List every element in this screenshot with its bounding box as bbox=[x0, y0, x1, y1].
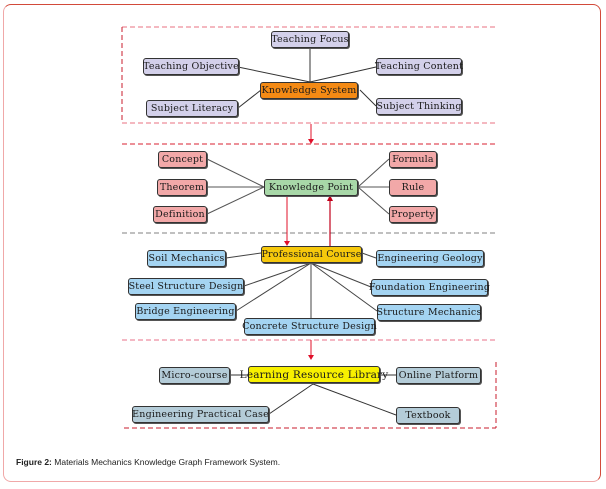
node-subject-literacy[interactable]: Subject Literacy bbox=[146, 100, 238, 117]
node-concrete-structure-design[interactable]: Concrete Structure Design bbox=[242, 318, 377, 335]
figure-caption: Figure 2: Materials Mechanics Knowledge … bbox=[16, 457, 280, 467]
arrow-system-to-point bbox=[308, 124, 314, 144]
node-structure-mechanics[interactable]: Structure Mechanics bbox=[376, 304, 481, 321]
section-learning-resource-border bbox=[124, 362, 497, 429]
connectors-learning-resource bbox=[230, 374, 397, 416]
node-bridge-engineering[interactable]: Bridge Engineering bbox=[135, 303, 236, 320]
node-theorem[interactable]: Theorem bbox=[157, 179, 207, 196]
connectors-professional-course bbox=[225, 252, 378, 318]
arrow-point-to-course bbox=[284, 196, 290, 246]
caption-text: Materials Mechanics Knowledge Graph Fram… bbox=[51, 457, 281, 467]
node-knowledge-point[interactable]: Knowledge Point bbox=[264, 179, 358, 196]
connectors-knowledge-point bbox=[206, 158, 390, 215]
node-engineering-geology[interactable]: Engineering Geology bbox=[376, 250, 484, 267]
node-learning-resource-library[interactable]: Learning Resource Library bbox=[240, 366, 388, 383]
node-definition[interactable]: Definition bbox=[153, 206, 207, 223]
caption-label: Figure 2: bbox=[16, 457, 52, 467]
node-steel-structure-design[interactable]: Steel Structure Design bbox=[128, 278, 244, 295]
node-teaching-objective[interactable]: Teaching Objective bbox=[143, 58, 239, 75]
node-concept[interactable]: Concept bbox=[158, 151, 207, 168]
node-foundation-engineering[interactable]: Foundation Engineering bbox=[369, 279, 490, 296]
node-engineering-practical-case[interactable]: Engineering Practical Case bbox=[132, 406, 269, 423]
node-teaching-content[interactable]: Teaching Content bbox=[375, 58, 463, 75]
node-formula[interactable]: Formula bbox=[389, 151, 437, 168]
node-micro-course[interactable]: Micro-course bbox=[159, 367, 230, 384]
node-subject-thinking[interactable]: Subject Thinking bbox=[376, 98, 462, 115]
node-knowledge-system[interactable]: Knowledge System bbox=[260, 82, 358, 99]
connectors-knowledge-system bbox=[237, 48, 377, 109]
node-textbook[interactable]: Textbook bbox=[396, 407, 460, 424]
figure-frame bbox=[3, 4, 601, 482]
node-online-platform[interactable]: Online Platform bbox=[396, 367, 481, 384]
arrow-course-to-resource bbox=[308, 340, 314, 360]
section-knowledge-system-border bbox=[121, 26, 496, 124]
node-soil-mechanics[interactable]: Soil Mechanics bbox=[147, 250, 226, 267]
node-rule[interactable]: Rule bbox=[389, 179, 437, 196]
arrow-course-to-point bbox=[327, 195, 333, 246]
node-property[interactable]: Property bbox=[389, 206, 437, 223]
node-teaching-focus[interactable]: Teaching Focus bbox=[271, 31, 349, 48]
node-professional-course[interactable]: Professional Course bbox=[261, 246, 362, 263]
